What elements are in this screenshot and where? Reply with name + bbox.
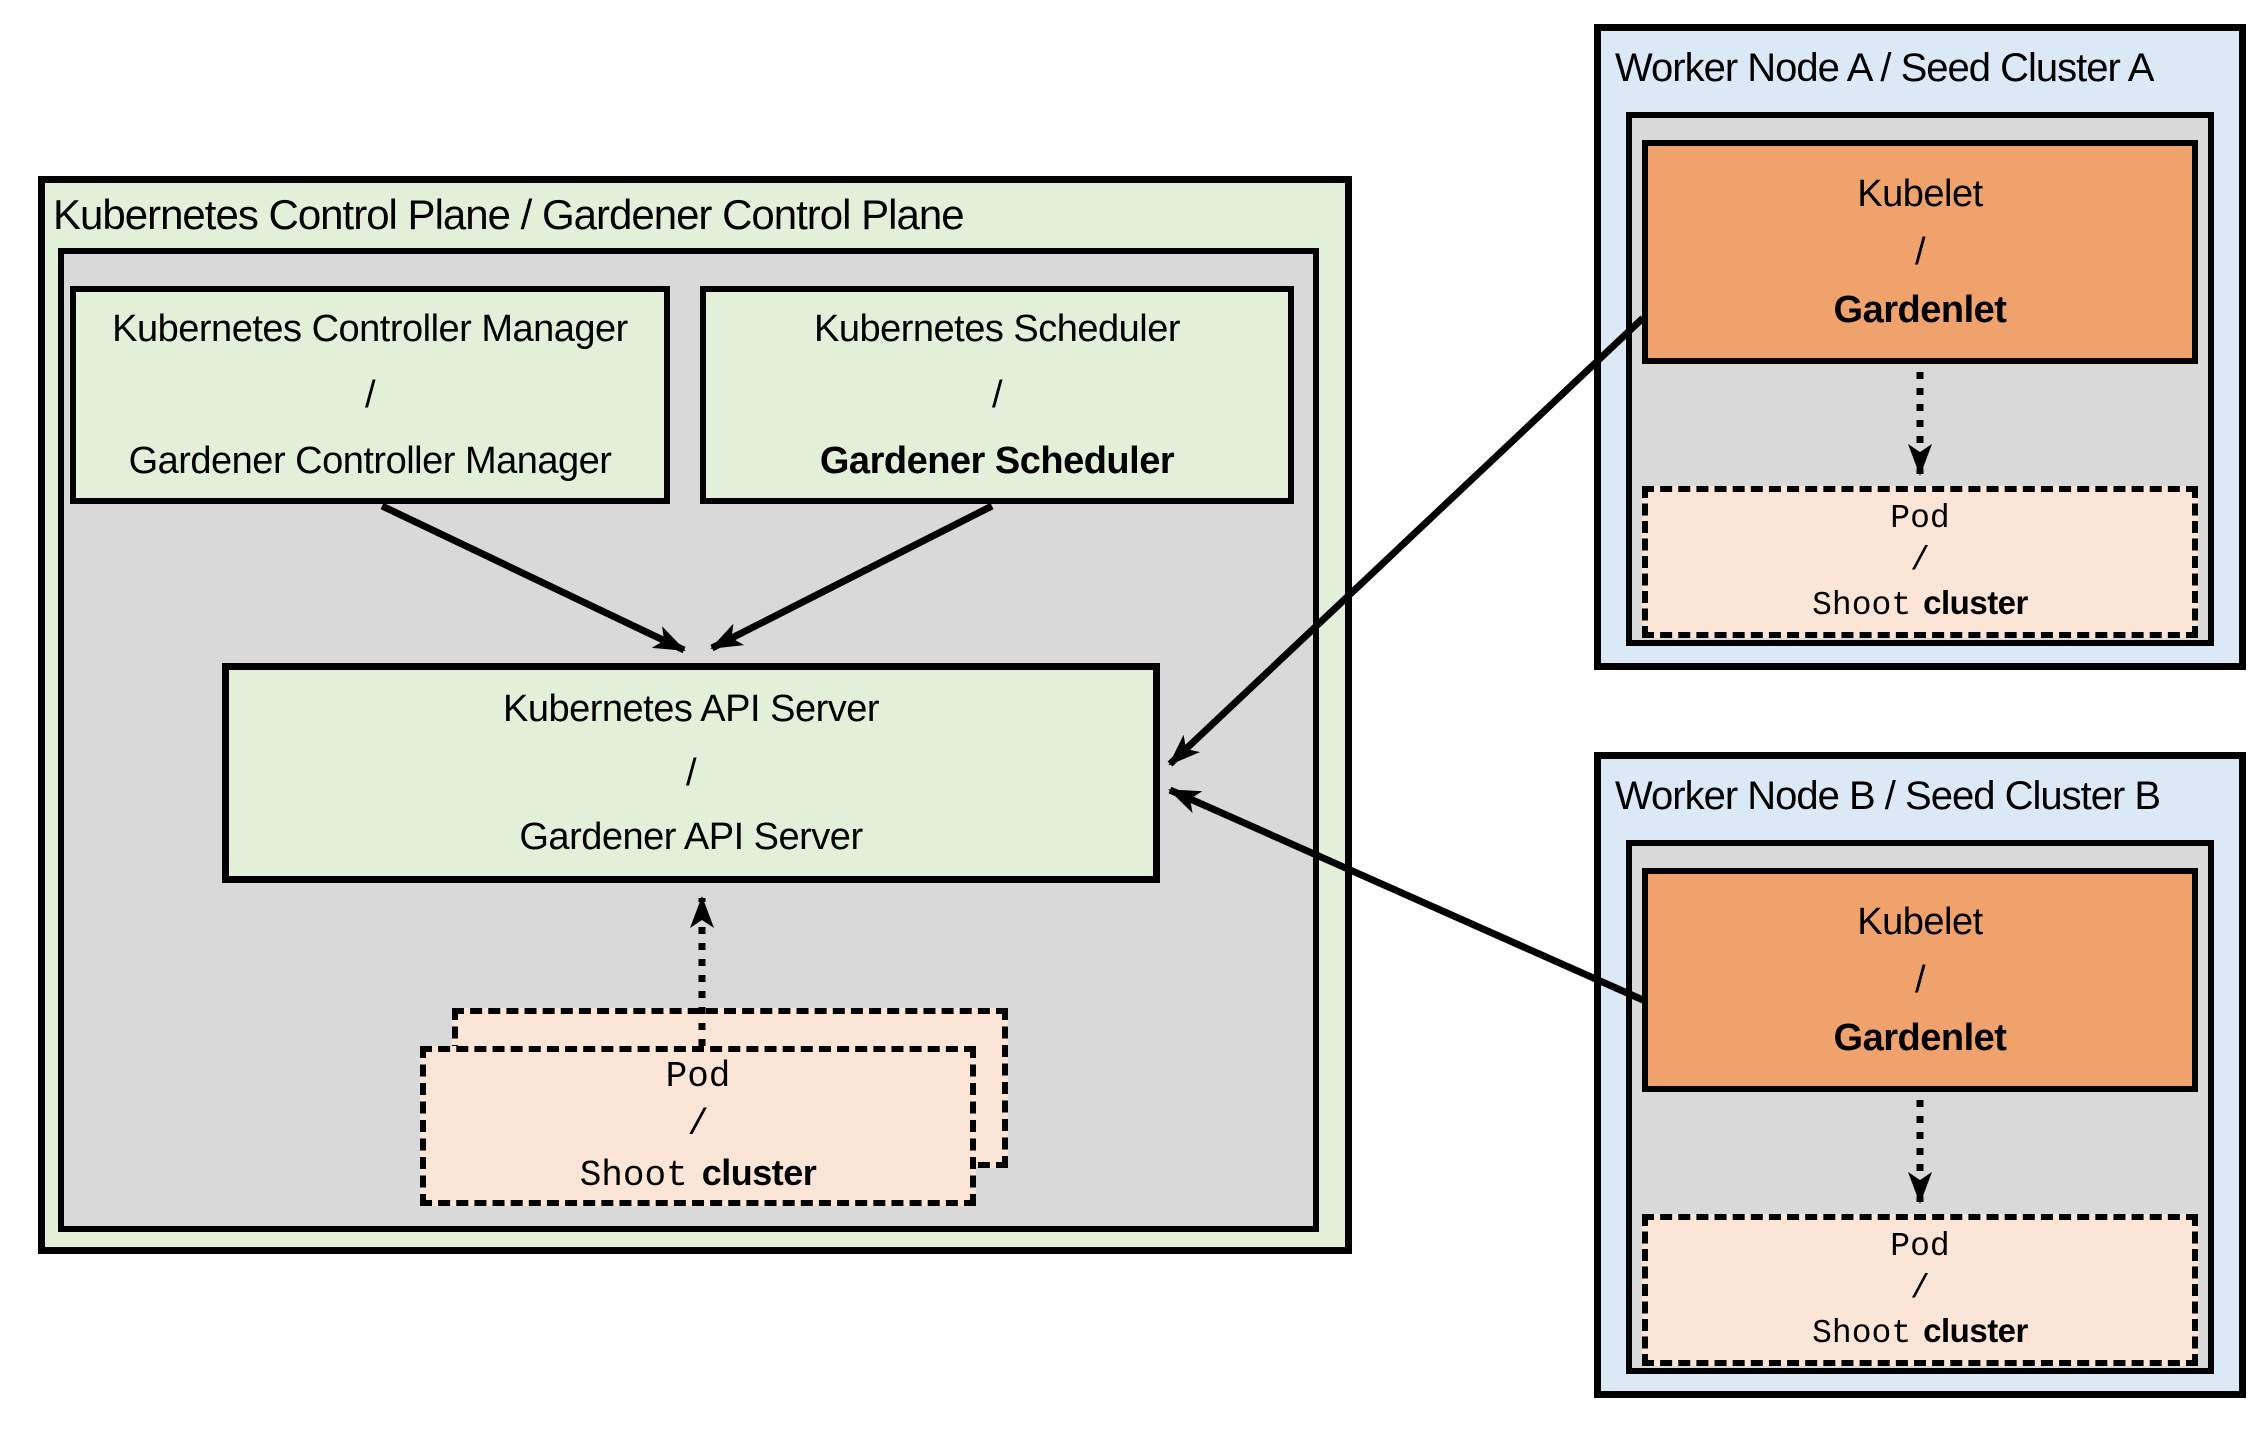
kubelet-a-line2: Gardenlet (1833, 289, 2007, 331)
controller-manager-line2: Gardener Controller Manager (128, 440, 612, 482)
pod-a-box: Pod / Shoot cluster (1642, 486, 2198, 638)
worker-node-b-title: Worker Node B / Seed Cluster B (1615, 774, 2161, 818)
pod-b-box: Pod / Shoot cluster (1642, 1214, 2198, 1366)
control-plane-inner-panel: Kubernetes Controller Manager / Gardener… (58, 248, 1319, 1232)
pod-separator: / (687, 1103, 709, 1145)
pod-a-line3: Shoot cluster (1812, 582, 2028, 627)
scheduler-line1: Kubernetes Scheduler (813, 308, 1181, 350)
control-plane-box: Kubernetes Control Plane / Gardener Cont… (38, 176, 1352, 1254)
scheduler-line2: Gardener Scheduler (819, 440, 1175, 482)
api-server-line1: Kubernetes API Server (502, 688, 880, 730)
api-server-separator: / (685, 752, 697, 794)
kubelet-b-line2: Gardenlet (1833, 1017, 2007, 1059)
pod-b-line1: Pod (1890, 1227, 1950, 1265)
scheduler-box: Kubernetes Scheduler / Gardener Schedule… (700, 286, 1294, 504)
pod-line1: Pod (665, 1055, 731, 1097)
cluster-b-label: cluster (1923, 1311, 2028, 1349)
pod-b-line3: Shoot cluster (1812, 1310, 2028, 1355)
pod-b-separator: / (1910, 1269, 1930, 1307)
pod-line3: Shoot cluster (580, 1149, 817, 1200)
api-server-box: Kubernetes API Server / Gardener API Ser… (222, 663, 1160, 883)
kubelet-b-separator: / (1914, 959, 1926, 1001)
kubelet-a-line1: Kubelet (1857, 173, 1983, 215)
shoot-label: Shoot (579, 1154, 688, 1196)
kubelet-b-box: Kubelet / Gardenlet (1642, 868, 2198, 1092)
scheduler-separator: / (991, 374, 1003, 416)
pod-a-line1: Pod (1890, 499, 1950, 537)
pod-shoot-cluster-box: Pod / Shoot cluster (420, 1046, 976, 1206)
kubelet-a-box: Kubelet / Gardenlet (1642, 140, 2198, 364)
worker-node-a-title: Worker Node A / Seed Cluster A (1615, 46, 2154, 90)
worker-node-a-inner-panel: Kubelet / Gardenlet Pod / Shoot cluster (1626, 112, 2214, 646)
cluster-a-label: cluster (1923, 583, 2028, 621)
cluster-label: cluster (701, 1151, 817, 1193)
worker-node-a-box: Worker Node A / Seed Cluster A Kubelet /… (1594, 24, 2246, 670)
controller-manager-box: Kubernetes Controller Manager / Gardener… (70, 286, 670, 504)
kubelet-b-line1: Kubelet (1857, 901, 1983, 943)
controller-manager-separator: / (364, 374, 376, 416)
kubelet-a-separator: / (1914, 231, 1926, 273)
shoot-a-label: Shoot (1812, 586, 1912, 624)
controller-manager-line1: Kubernetes Controller Manager (112, 308, 628, 350)
worker-node-b-inner-panel: Kubelet / Gardenlet Pod / Shoot cluster (1626, 840, 2214, 1374)
api-server-line2: Gardener API Server (519, 816, 863, 858)
pod-a-separator: / (1910, 541, 1930, 579)
control-plane-title: Kubernetes Control Plane / Gardener Cont… (53, 191, 965, 238)
shoot-b-label: Shoot (1812, 1314, 1912, 1352)
worker-node-b-box: Worker Node B / Seed Cluster B Kubelet /… (1594, 752, 2246, 1398)
